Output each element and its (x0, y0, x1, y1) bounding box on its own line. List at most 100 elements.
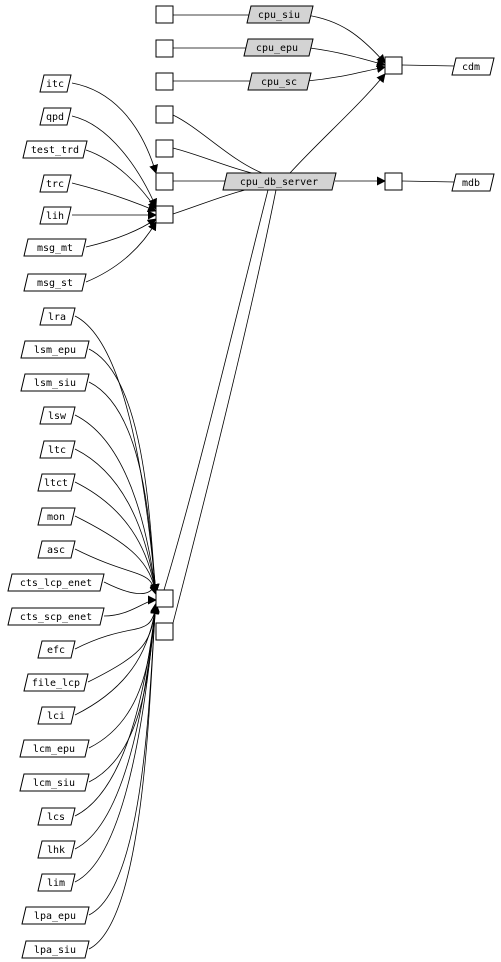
edge-line (172, 147, 253, 174)
node-label-mdb: mdb (462, 178, 480, 189)
node-ltct[interactable]: ltct (37, 473, 76, 492)
edge-line (88, 602, 160, 916)
node-itc[interactable]: itc (39, 74, 72, 93)
edge-line (74, 603, 160, 817)
edge-line (74, 604, 160, 716)
node-test-trd[interactable]: test_trd (22, 140, 88, 159)
node-cdm[interactable]: cdm (451, 57, 495, 76)
edge-line (74, 515, 159, 595)
node-lra[interactable]: lra (39, 307, 76, 326)
node-label-lpa-siu: lpa_siu (34, 945, 76, 956)
junction-square-lower-hub (155, 589, 174, 608)
node-label-ltct: ltct (44, 478, 68, 489)
node-qpd[interactable]: qpd (39, 107, 72, 126)
edge-line (172, 114, 263, 174)
edge-line (74, 603, 160, 850)
edge-line (71, 115, 157, 208)
node-label-file-lcp: file_lcp (32, 678, 80, 689)
node-cpu-sc[interactable]: cpu_sc (247, 72, 312, 91)
node-label-cpu-db-server: cpu_db_server (240, 177, 318, 188)
node-label-mon: mon (47, 512, 65, 523)
node-cpu-siu[interactable]: cpu_siu (246, 5, 314, 24)
node-label-lci: lci (47, 711, 65, 722)
node-label-lim: lim (47, 878, 65, 889)
node-label-itc: itc (46, 79, 64, 90)
node-cpu-epu[interactable]: cpu_epu (243, 38, 314, 57)
edge-line (401, 64, 456, 67)
node-label-lsw: lsw (48, 411, 67, 422)
left-top-nodes: itc qpd test_trd trc lih msg_mt msg_st (22, 74, 88, 292)
node-label-cts-scp-enet: cts_scp_enet (20, 612, 92, 623)
node-lcm-epu[interactable]: lcm_epu (19, 739, 90, 758)
junction-square-lower-hub-2 (155, 622, 174, 641)
node-lsw[interactable]: lsw (39, 406, 76, 425)
node-cts-lcp-enet[interactable]: cts_lcp_enet (7, 573, 105, 592)
edge-line (74, 448, 160, 595)
node-asc[interactable]: asc (37, 540, 76, 559)
node-label-lih: lih (46, 211, 64, 222)
node-mon[interactable]: mon (37, 507, 76, 526)
node-trc[interactable]: trc (39, 174, 72, 193)
edge-line (88, 348, 160, 594)
junction-square-b (155, 139, 174, 158)
node-ltc[interactable]: ltc (39, 440, 76, 459)
junction-square-upper-hub (155, 205, 174, 224)
node-lcs[interactable]: lcs (37, 807, 76, 826)
node-label-asc: asc (47, 545, 65, 556)
node-efc[interactable]: efc (37, 640, 76, 659)
junction-square-mdb (384, 172, 403, 191)
node-lih[interactable]: lih (39, 206, 72, 225)
edge-line (172, 189, 246, 215)
edge-line (289, 73, 386, 174)
junction-squares (155, 5, 403, 641)
node-label-test-trd: test_trd (31, 145, 79, 156)
edge-line (306, 64, 386, 82)
edge-line (74, 605, 160, 650)
junction-square-cpu-siu (155, 5, 174, 24)
node-lci[interactable]: lci (37, 706, 76, 725)
node-msg-st[interactable]: msg_st (23, 273, 87, 292)
right-nodes: cdm mdb (451, 57, 495, 192)
edge-line (401, 180, 456, 183)
node-label-lra: lra (48, 312, 66, 323)
edge-line (85, 149, 157, 210)
node-label-cpu-epu: cpu_epu (256, 43, 298, 54)
node-label-lsm-epu: lsm_epu (34, 345, 76, 356)
node-lcm-siu[interactable]: lcm_siu (19, 773, 90, 792)
node-lsm-epu[interactable]: lsm_epu (20, 340, 90, 359)
node-lhk[interactable]: lhk (37, 840, 76, 859)
edge-line (85, 221, 157, 283)
node-label-cpu-siu: cpu_siu (258, 10, 300, 21)
node-label-lhk: lhk (47, 845, 65, 856)
node-file-lcp[interactable]: file_lcp (23, 673, 89, 692)
edge-line (305, 14, 386, 64)
junction-square-cpu-sc (155, 72, 174, 91)
node-label-lsm-siu: lsm_siu (34, 378, 76, 389)
node-lim[interactable]: lim (37, 873, 76, 892)
edge-line (103, 595, 157, 617)
top-nodes: cpu_siu cpu_epu cpu_sc (243, 5, 314, 91)
junction-square-cdm (384, 56, 403, 75)
edge-line (88, 381, 160, 594)
edge-line (74, 315, 160, 593)
edge-line (309, 47, 386, 68)
left-bottom-nodes: lra lsm_epu lsm_siu lsw ltc ltct mon as (7, 307, 105, 959)
edge-line (74, 481, 159, 595)
node-mdb[interactable]: mdb (451, 173, 495, 192)
node-label-lcm-siu: lcm_siu (33, 778, 75, 789)
node-cpu-db-server[interactable]: cpu_db_server (222, 172, 337, 191)
node-lsm-siu[interactable]: lsm_siu (20, 373, 90, 392)
node-label-lcm-epu: lcm_epu (33, 744, 75, 755)
node-msg-mt[interactable]: msg_mt (23, 238, 87, 257)
node-lpa-siu[interactable]: lpa_siu (21, 940, 90, 959)
edge-line (74, 414, 160, 594)
edge-line (163, 189, 269, 591)
node-cts-scp-enet[interactable]: cts_scp_enet (7, 607, 105, 626)
node-label-cts-lcp-enet: cts_lcp_enet (20, 578, 92, 589)
node-label-cpu-sc: cpu_sc (261, 77, 297, 88)
node-label-msg-st: msg_st (37, 278, 73, 289)
edge-line (103, 581, 159, 596)
node-label-ltc: ltc (48, 445, 66, 456)
node-lpa-epu[interactable]: lpa_epu (21, 906, 90, 925)
